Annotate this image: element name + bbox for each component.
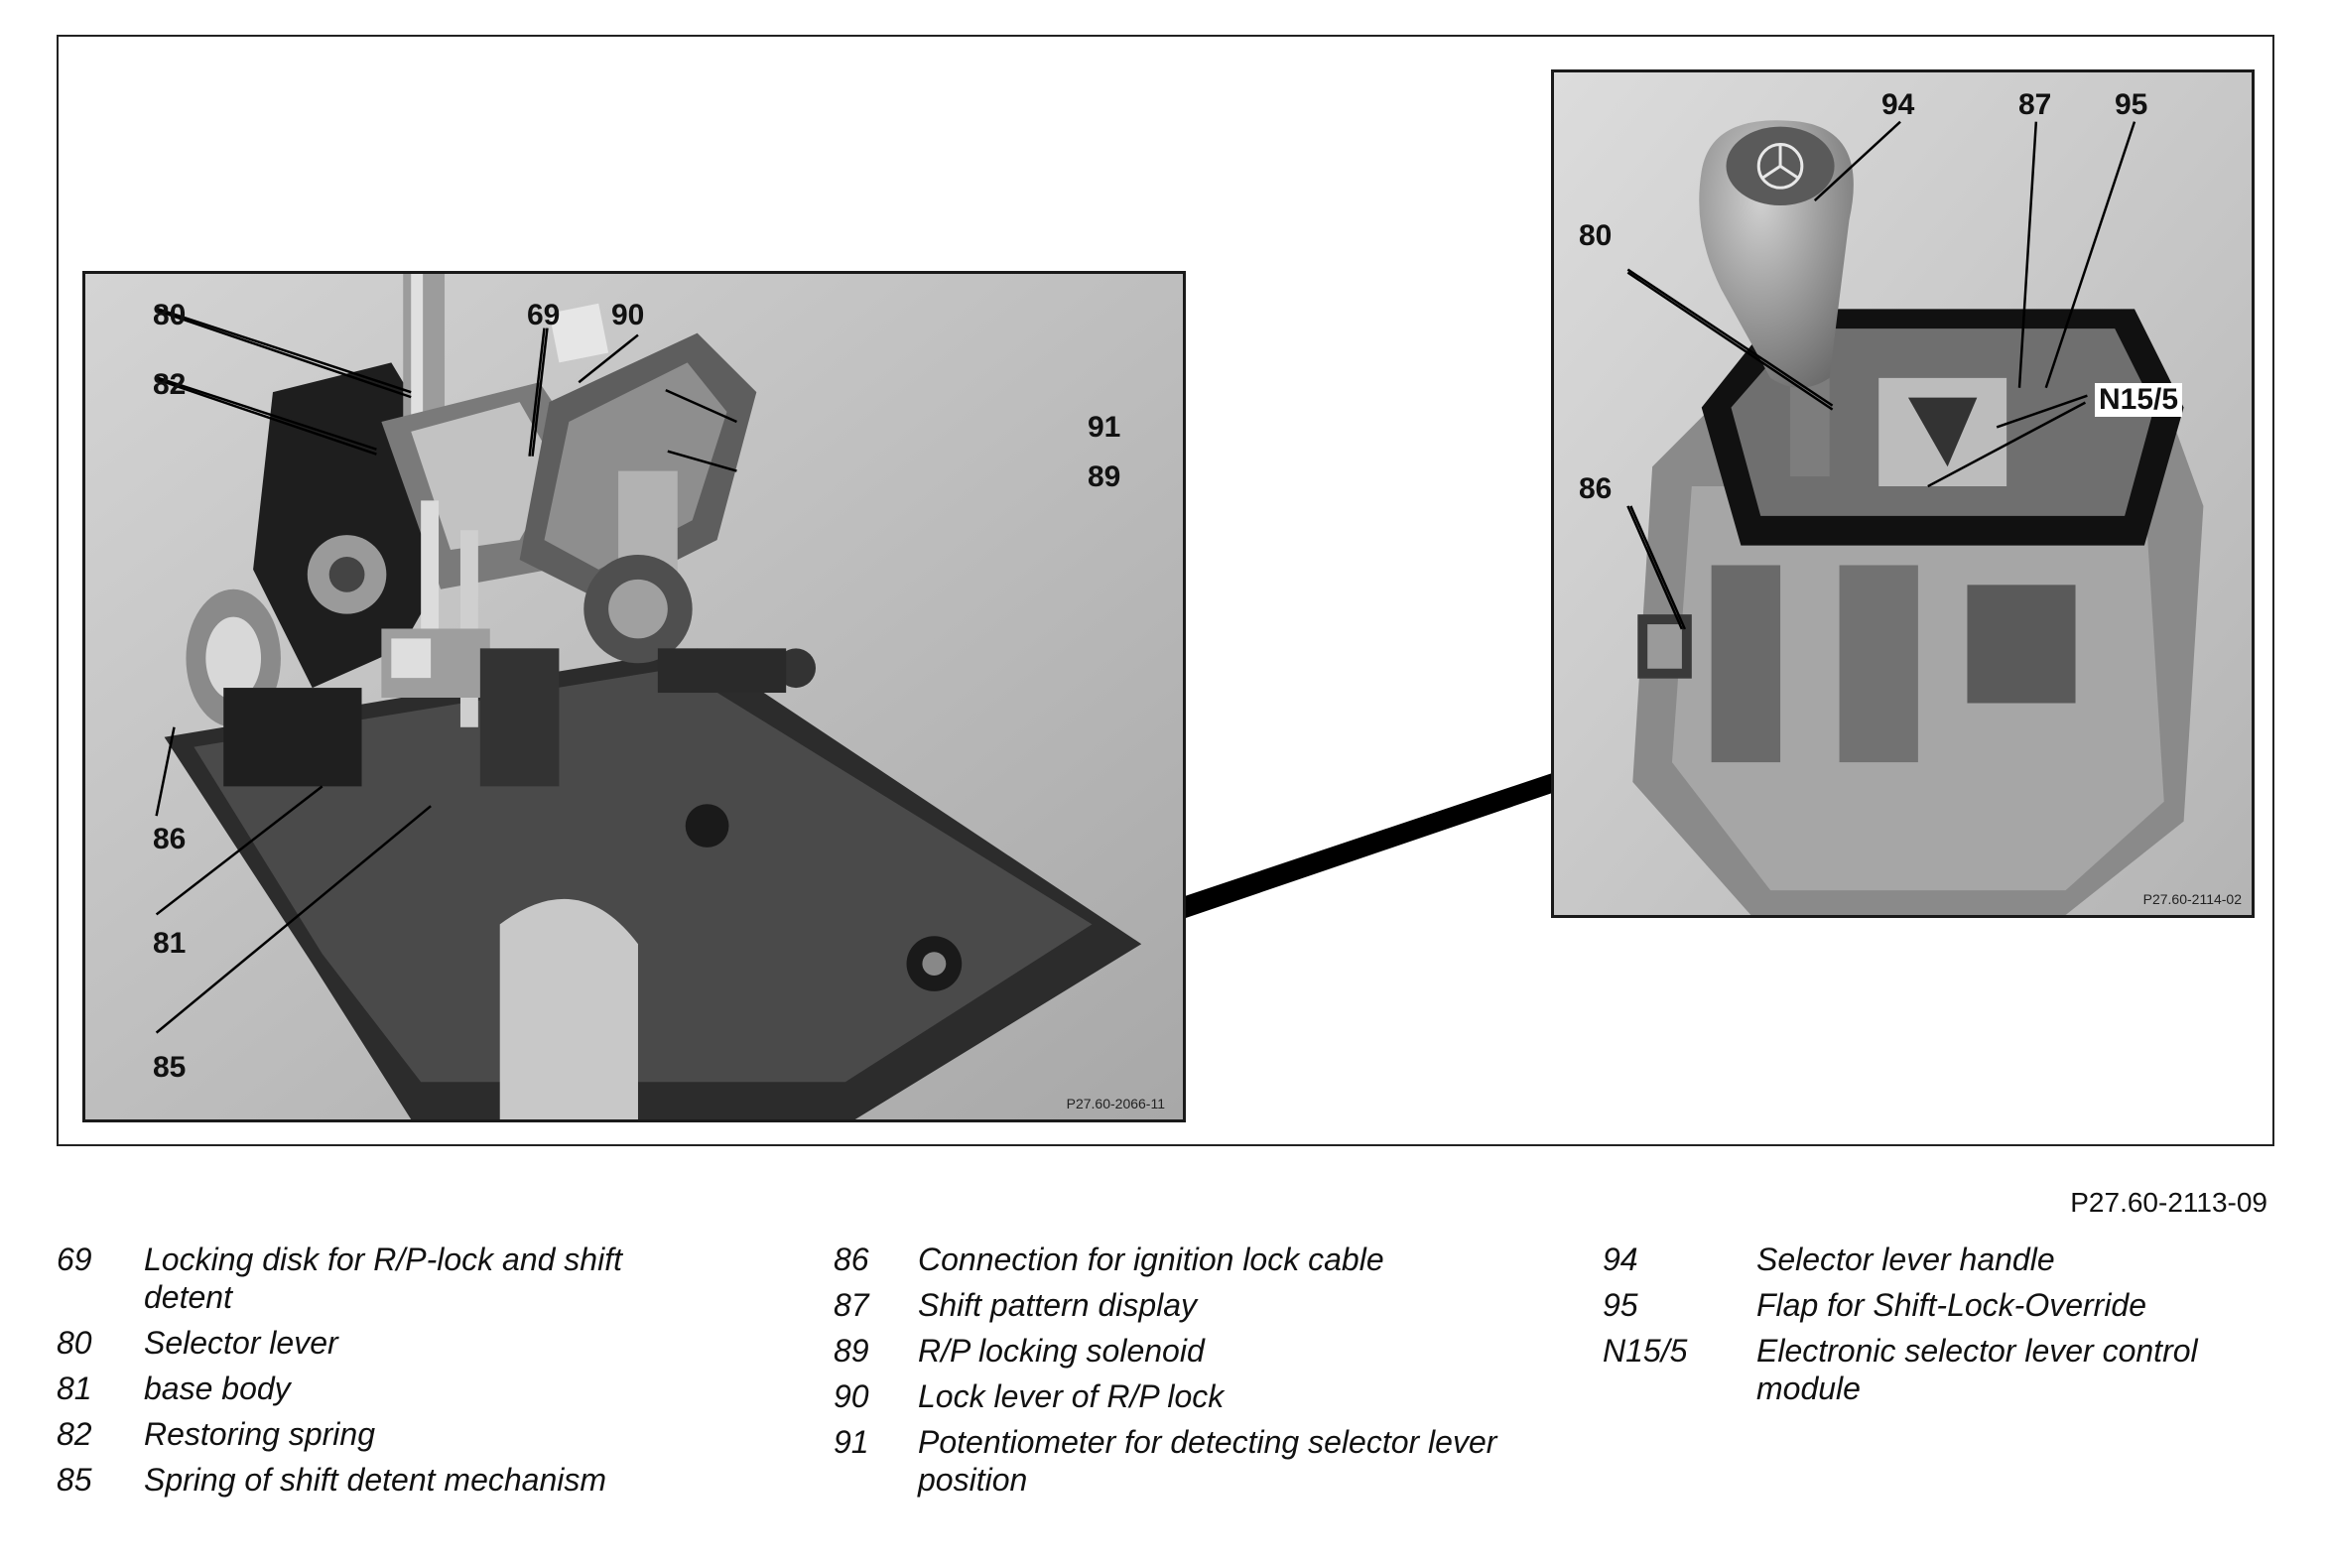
left-callout-86: 86 bbox=[153, 823, 187, 855]
left-photo: 80 69 90 82 91 89 86 81 85 P27.60-2066-1… bbox=[82, 271, 1186, 1122]
right-callout-94: 94 bbox=[1881, 88, 1915, 121]
figure-code: P27.60-2113-09 bbox=[2070, 1187, 2267, 1218]
left-callout-80: 80 bbox=[153, 299, 187, 331]
legend-number: 95 bbox=[1603, 1287, 1638, 1323]
left-callout-89: 89 bbox=[1088, 460, 1121, 493]
legend-item: N15/5 Electronic selector lever control m… bbox=[1603, 1332, 2272, 1407]
legend-number: 69 bbox=[57, 1241, 92, 1277]
right-callout-86: 86 bbox=[1579, 472, 1613, 505]
right-photo-code: P27.60-2114-02 bbox=[2142, 891, 2242, 907]
right-leader-lines bbox=[1626, 120, 2136, 630]
right-callout-95: 95 bbox=[2115, 88, 2148, 121]
left-callout-69: 69 bbox=[527, 299, 561, 331]
legend-description: base body bbox=[144, 1371, 291, 1406]
right-photo: 94 87 95 80 N15/5 86 P27.60-2114-02 bbox=[1551, 69, 2255, 918]
legend-item: 82 Restoring spring bbox=[57, 1415, 700, 1453]
left-callout-85: 85 bbox=[153, 1051, 187, 1084]
legend-item: 85 Spring of shift detent mechanism bbox=[57, 1461, 700, 1499]
legend-column-2: 86 Connection for ignition lock cable 87 Sh… bbox=[834, 1241, 1513, 1506]
legend-number: 94 bbox=[1603, 1241, 1638, 1277]
left-callout-82: 82 bbox=[153, 368, 187, 401]
left-photo-code: P27.60-2066-11 bbox=[1066, 1096, 1165, 1111]
legend-number: 85 bbox=[57, 1462, 92, 1498]
legend-item: 87 Shift pattern display bbox=[834, 1286, 1513, 1324]
legend-item: 90 Lock lever of R/P lock bbox=[834, 1377, 1513, 1415]
legend-description: Locking disk for R/P-lock and shift dete… bbox=[144, 1241, 622, 1315]
legend-item: 69 Locking disk for R/P-lock and shift de… bbox=[57, 1241, 700, 1316]
right-callout-87: 87 bbox=[2018, 88, 2052, 121]
legend-number: 91 bbox=[834, 1424, 869, 1460]
legend-description: Selector lever bbox=[144, 1325, 338, 1361]
legend-description: Restoring spring bbox=[144, 1416, 375, 1452]
legend-number: N15/5 bbox=[1603, 1333, 1688, 1369]
legend-description: Selector lever handle bbox=[1756, 1241, 2055, 1277]
selector-module-illustration bbox=[1554, 72, 2252, 915]
legend-number: 82 bbox=[57, 1416, 92, 1452]
legend-description: Shift pattern display bbox=[918, 1287, 1198, 1323]
legend-item: 94 Selector lever handle bbox=[1603, 1241, 2272, 1278]
legend-number: 86 bbox=[834, 1241, 869, 1277]
left-callout-91: 91 bbox=[1088, 411, 1121, 444]
legend-column-1: 69 Locking disk for R/P-lock and shift de… bbox=[57, 1241, 700, 1506]
legend-description: Potentiometer for detecting selector lev… bbox=[918, 1424, 1497, 1498]
legend-description: Connection for ignition lock cable bbox=[918, 1241, 1384, 1277]
legend-item: 86 Connection for ignition lock cable bbox=[834, 1241, 1513, 1278]
legend-description: Lock lever of R/P lock bbox=[918, 1378, 1225, 1414]
legend-item: 81 base body bbox=[57, 1370, 700, 1407]
legend-description: R/P locking solenoid bbox=[918, 1333, 1205, 1369]
legend-column-3: 94 Selector lever handle 95 Flap for Shift-… bbox=[1603, 1241, 2272, 1415]
legend-item: 95 Flap for Shift-Lock-Override bbox=[1603, 1286, 2272, 1324]
legend-number: 89 bbox=[834, 1333, 869, 1369]
legend-number: 90 bbox=[834, 1378, 869, 1414]
legend-item: 89 R/P locking solenoid bbox=[834, 1332, 1513, 1370]
left-leader-lines bbox=[155, 307, 737, 1034]
right-callout-80: 80 bbox=[1579, 219, 1613, 252]
legend-number: 87 bbox=[834, 1287, 869, 1323]
left-callout-90: 90 bbox=[611, 299, 645, 331]
legend-number: 80 bbox=[57, 1325, 92, 1361]
legend-description: Electronic selector lever control module bbox=[1756, 1333, 2198, 1406]
legend-number: 81 bbox=[57, 1371, 92, 1406]
legend-description: Flap for Shift-Lock-Override bbox=[1756, 1287, 2147, 1323]
left-callout-81: 81 bbox=[153, 927, 187, 960]
right-callout-n15-5: N15/5 bbox=[2095, 383, 2183, 417]
legend-item: 80 Selector lever bbox=[57, 1324, 700, 1362]
legend-description: Spring of shift detent mechanism bbox=[144, 1462, 607, 1498]
legend-item: 91 Potentiometer for detecting selector l… bbox=[834, 1423, 1513, 1499]
